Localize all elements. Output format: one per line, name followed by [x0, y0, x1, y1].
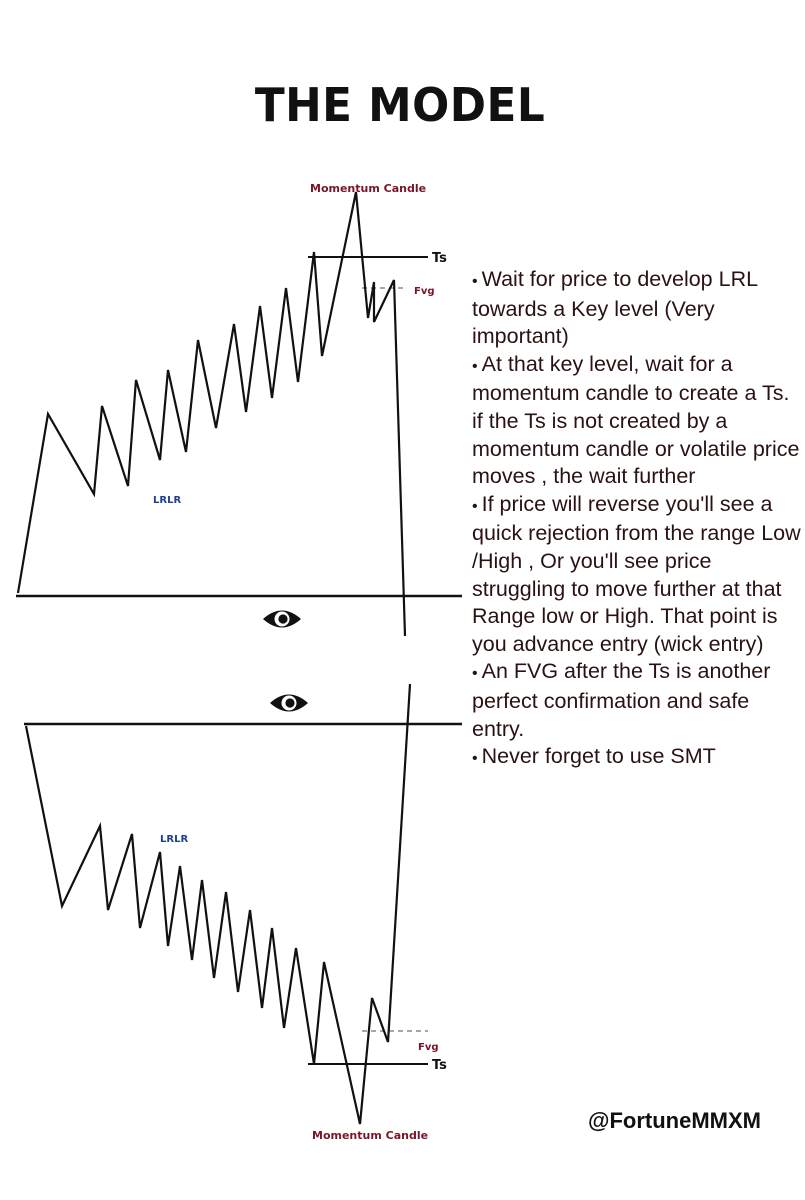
top-price-path: [16, 191, 407, 637]
top-setup: [16, 191, 462, 637]
rules-list: •Wait for price to develop LRL towards a…: [472, 266, 805, 773]
eye-icon: [270, 694, 308, 712]
bottom-ts-label: Ts: [432, 1058, 447, 1073]
bottom-setup: [24, 683, 462, 1125]
bottom-fvg-label: Fvg: [418, 1042, 439, 1053]
eye-icon: [263, 610, 301, 628]
page-title: THE MODEL: [254, 78, 546, 132]
rule-item: •An FVG after the Ts is another perfect …: [472, 659, 771, 741]
top-lrlr-label: LRLR: [153, 495, 181, 506]
bottom-momentum-candle-label: Momentum Candle: [312, 1129, 428, 1142]
rule-item: •Never forget to use SMT: [472, 744, 716, 769]
rule-item: •At that key level, wait for a momentum …: [472, 351, 800, 489]
top-fvg-label: Fvg: [414, 286, 435, 297]
rule-item: •Wait for price to develop LRL towards a…: [472, 267, 758, 349]
bottom-price-path: [24, 683, 412, 1125]
bottom-lrlr-label: LRLR: [160, 834, 188, 845]
top-momentum-candle-label: Momentum Candle: [310, 182, 426, 195]
author-handle: @FortuneMMXM: [588, 1108, 761, 1133]
rule-item: •If price will reverse you'll see a quic…: [472, 491, 801, 656]
top-ts-label: Ts: [432, 251, 447, 266]
